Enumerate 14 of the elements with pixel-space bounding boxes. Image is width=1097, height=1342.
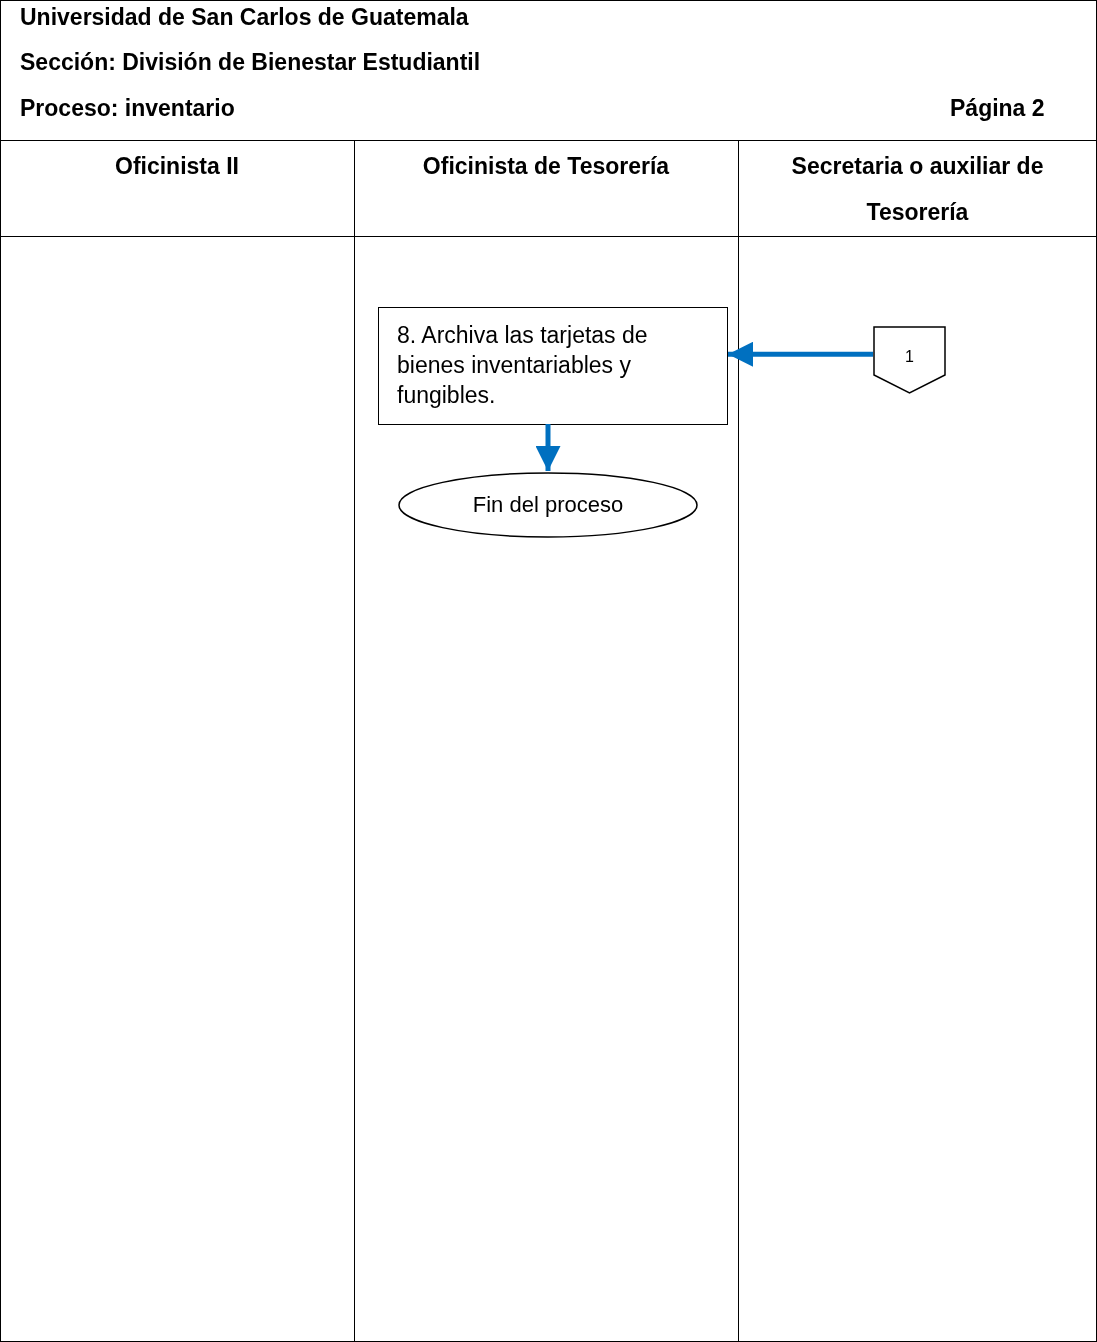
header-text: Universidad de San Carlos de Guatemala (20, 4, 469, 31)
off-page-connector: 1 (873, 326, 946, 394)
header-text: Sección: División de Bienestar Estudiantil (20, 49, 481, 76)
header-text: Página 2 (950, 95, 1045, 122)
lane-title: Secretaria o auxiliar de Tesorería (790, 152, 1045, 227)
process-box: 8. Archiva las tarjetas de bienes inventariables y fungibles. (378, 307, 728, 425)
terminator-oval: Fin del proceso (398, 472, 698, 538)
swimlane (354, 140, 739, 1342)
arrow (728, 341, 873, 367)
arrow (535, 424, 561, 471)
lane-title: Oficinista de Tesorería (421, 152, 671, 181)
header-text: Proceso: inventario (20, 95, 235, 122)
lane-title: Oficinista II (114, 152, 240, 181)
swimlane (0, 140, 355, 1342)
